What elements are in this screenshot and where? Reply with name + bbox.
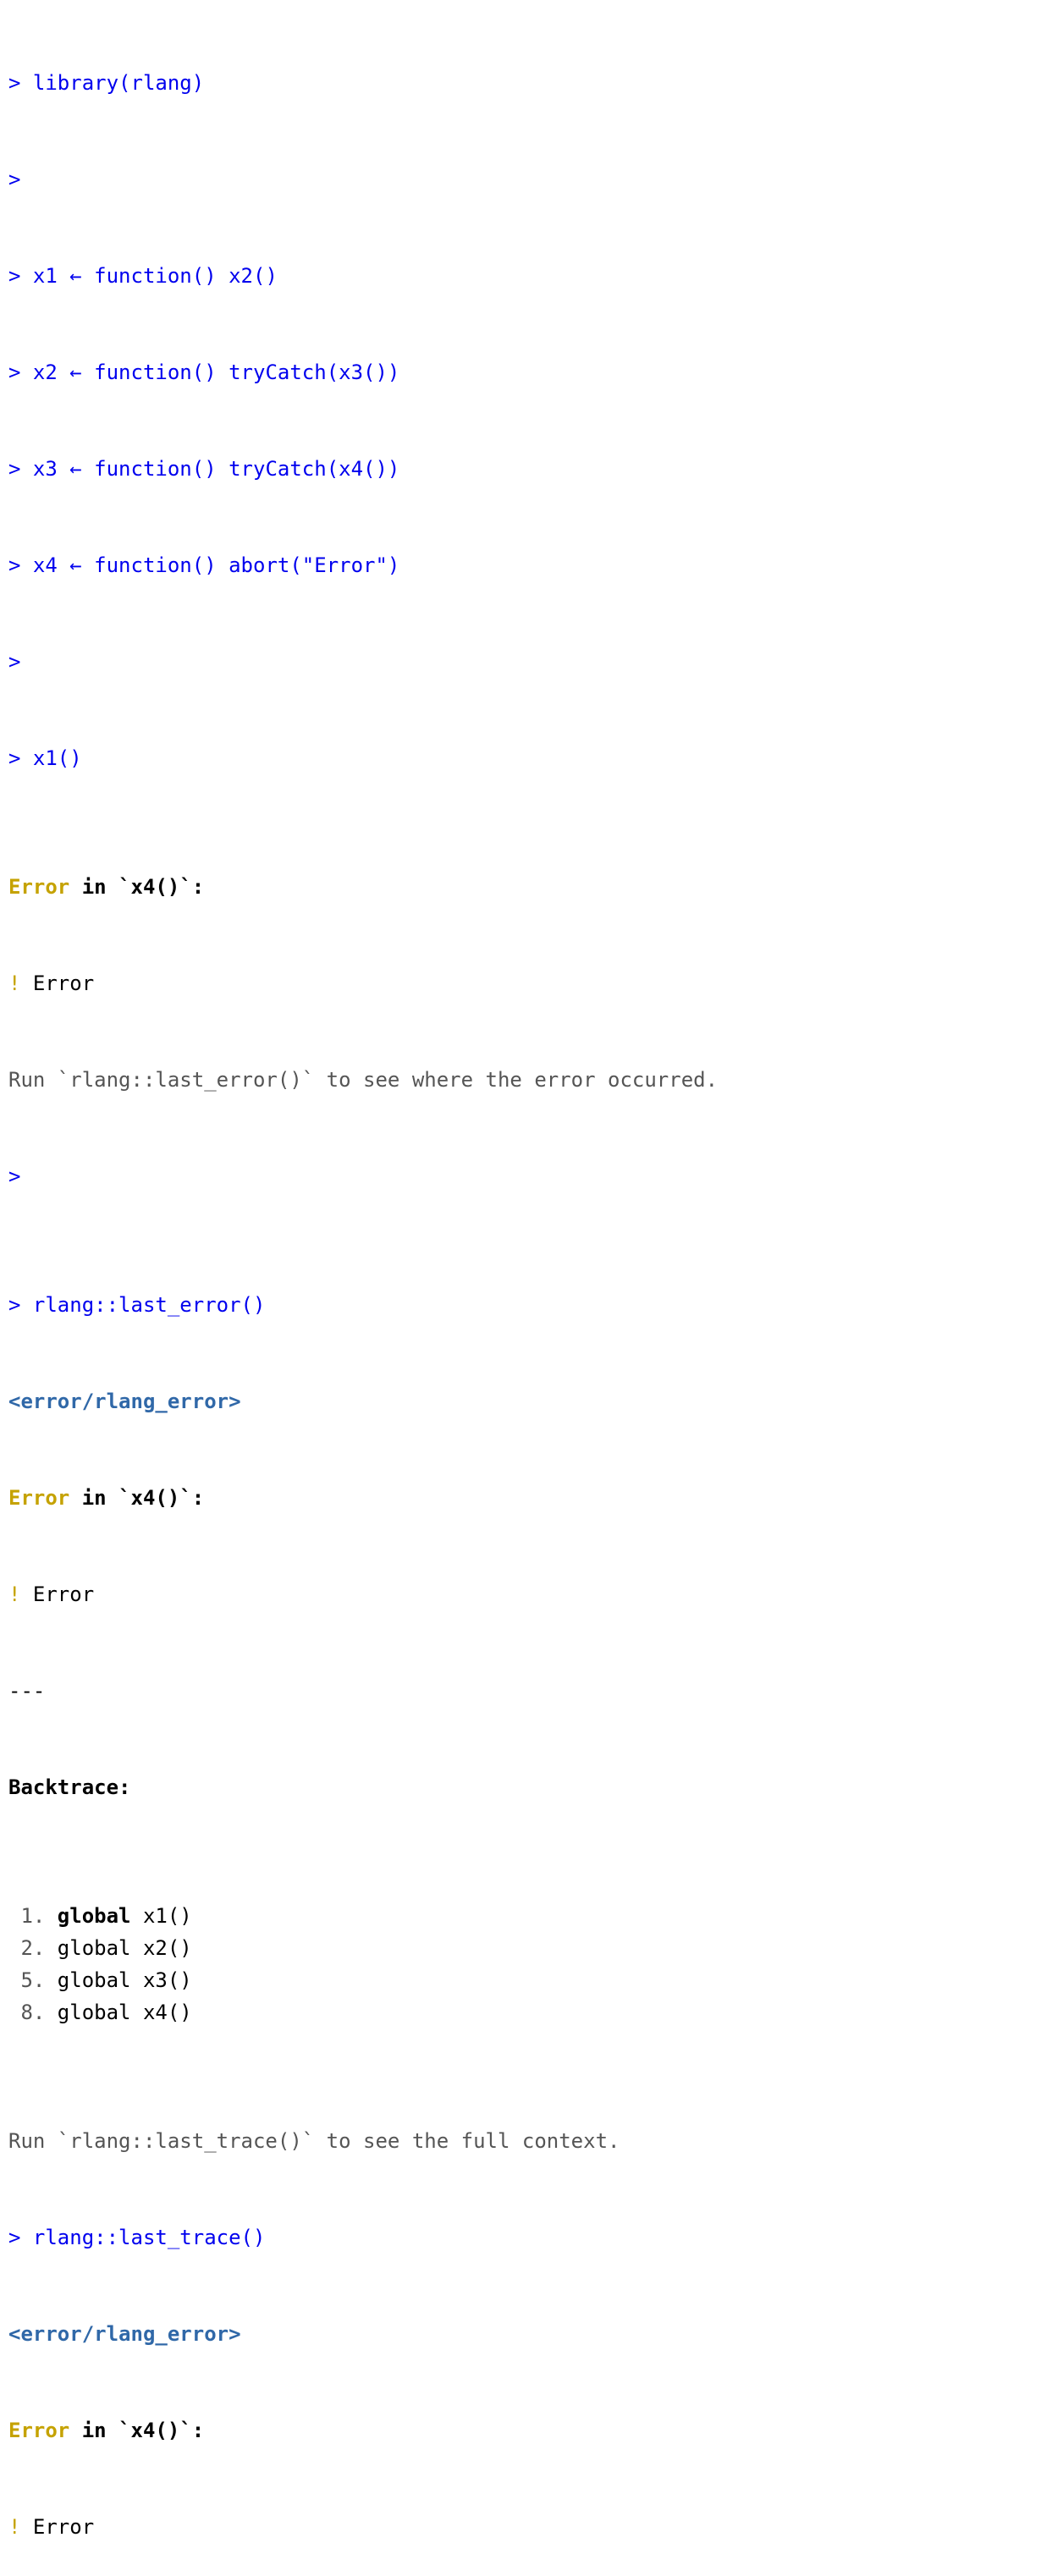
frame-number: 1. bbox=[8, 1904, 58, 1928]
error-class-tag: <error/rlang_error> bbox=[8, 1390, 241, 1413]
console-input-line: > x1 ← function() x2() bbox=[8, 260, 1041, 292]
error-label: Error bbox=[8, 2419, 70, 2442]
prompt: > bbox=[8, 2226, 21, 2249]
error-message-text: Error bbox=[20, 1582, 95, 1606]
prompt: > bbox=[8, 1293, 21, 1317]
error-message: ! Error bbox=[8, 1578, 1041, 1610]
error-header: Error in `x4()`: bbox=[8, 871, 1041, 903]
frame-call: x4() bbox=[130, 2001, 192, 2024]
error-location: in `x4()`: bbox=[69, 1486, 205, 1510]
error-location: in `x4()`: bbox=[69, 2419, 205, 2442]
error-header: Error in `x4()`: bbox=[8, 2414, 1041, 2447]
prompt: > bbox=[8, 457, 21, 481]
input-text: x1() bbox=[32, 746, 82, 770]
console-empty-prompt: > bbox=[8, 1160, 1041, 1192]
frame-number: 8. bbox=[8, 2001, 58, 2024]
console-input-line: > rlang::last_trace() bbox=[8, 2221, 1041, 2254]
separator: --- bbox=[8, 1679, 46, 1703]
bang-icon: ! bbox=[8, 2515, 21, 2539]
error-class-tag: <error/rlang_error> bbox=[8, 2322, 241, 2346]
prompt: > bbox=[8, 264, 21, 288]
frame-call: x3() bbox=[130, 1968, 192, 1992]
input-text: x2 ← function() tryCatch(x3()) bbox=[32, 361, 400, 384]
error-location: in `x4()`: bbox=[69, 875, 205, 899]
frame-call: x1() bbox=[130, 1904, 192, 1928]
bang-icon: ! bbox=[8, 1582, 21, 1606]
backtrace-row: 1. global x1() bbox=[8, 1900, 1041, 1932]
input-text: rlang::last_trace() bbox=[32, 2226, 266, 2249]
input-text: x1 ← function() x2() bbox=[32, 264, 278, 288]
console-input-line: > x2 ← function() tryCatch(x3()) bbox=[8, 356, 1041, 388]
error-message-text: Error bbox=[20, 2515, 95, 2539]
backtrace-row: 2. global x2() bbox=[8, 1932, 1041, 1964]
console-input-line: > x3 ← function() tryCatch(x4()) bbox=[8, 453, 1041, 485]
prompt: > bbox=[8, 1164, 21, 1188]
frame-namespace: global bbox=[57, 1936, 131, 1960]
input-text: x4 ← function() abort("Error") bbox=[32, 553, 400, 577]
frame-call: x2() bbox=[130, 1936, 192, 1960]
input-text: rlang::last_error() bbox=[32, 1293, 266, 1317]
console-input-line: > x1() bbox=[8, 742, 1041, 774]
console-input-line: > rlang::last_error() bbox=[8, 1289, 1041, 1321]
frame-namespace: global bbox=[57, 1904, 131, 1928]
frame-namespace: global bbox=[57, 1968, 131, 1992]
error-message: ! Error bbox=[8, 2511, 1041, 2543]
hint-last-trace: Run `rlang::last_trace()` to see the ful… bbox=[8, 2129, 620, 2153]
backtrace-row: 8. global x4() bbox=[8, 1996, 1041, 2028]
hint-last-error: Run `rlang::last_error()` to see where t… bbox=[8, 1068, 719, 1092]
input-text: library(rlang) bbox=[32, 71, 205, 95]
backtrace-label: Backtrace: bbox=[8, 1775, 131, 1799]
console-input-line: > x4 ← function() abort("Error") bbox=[8, 549, 1041, 581]
error-header: Error in `x4()`: bbox=[8, 1482, 1041, 1514]
prompt: > bbox=[8, 553, 21, 577]
console-empty-prompt: > bbox=[8, 163, 1041, 195]
prompt: > bbox=[8, 71, 21, 95]
prompt: > bbox=[8, 746, 21, 770]
frame-number: 5. bbox=[8, 1968, 58, 1992]
short-backtrace: 1. global x1() 2. global x2() 5. global … bbox=[8, 1900, 1041, 2028]
backtrace-row: 5. global x3() bbox=[8, 1964, 1041, 1996]
error-label: Error bbox=[8, 1486, 70, 1510]
console-empty-prompt: > bbox=[8, 646, 1041, 678]
frame-namespace: global bbox=[57, 2001, 131, 2024]
bang-icon: ! bbox=[8, 972, 21, 995]
console-input-line: > library(rlang) bbox=[8, 67, 1041, 99]
prompt: > bbox=[8, 168, 21, 191]
input-text: x3 ← function() tryCatch(x4()) bbox=[32, 457, 400, 481]
frame-number: 2. bbox=[8, 1936, 58, 1960]
error-message: ! Error bbox=[8, 967, 1041, 999]
error-message-text: Error bbox=[20, 972, 95, 995]
error-label: Error bbox=[8, 875, 70, 899]
prompt: > bbox=[8, 361, 21, 384]
prompt: > bbox=[8, 650, 21, 674]
